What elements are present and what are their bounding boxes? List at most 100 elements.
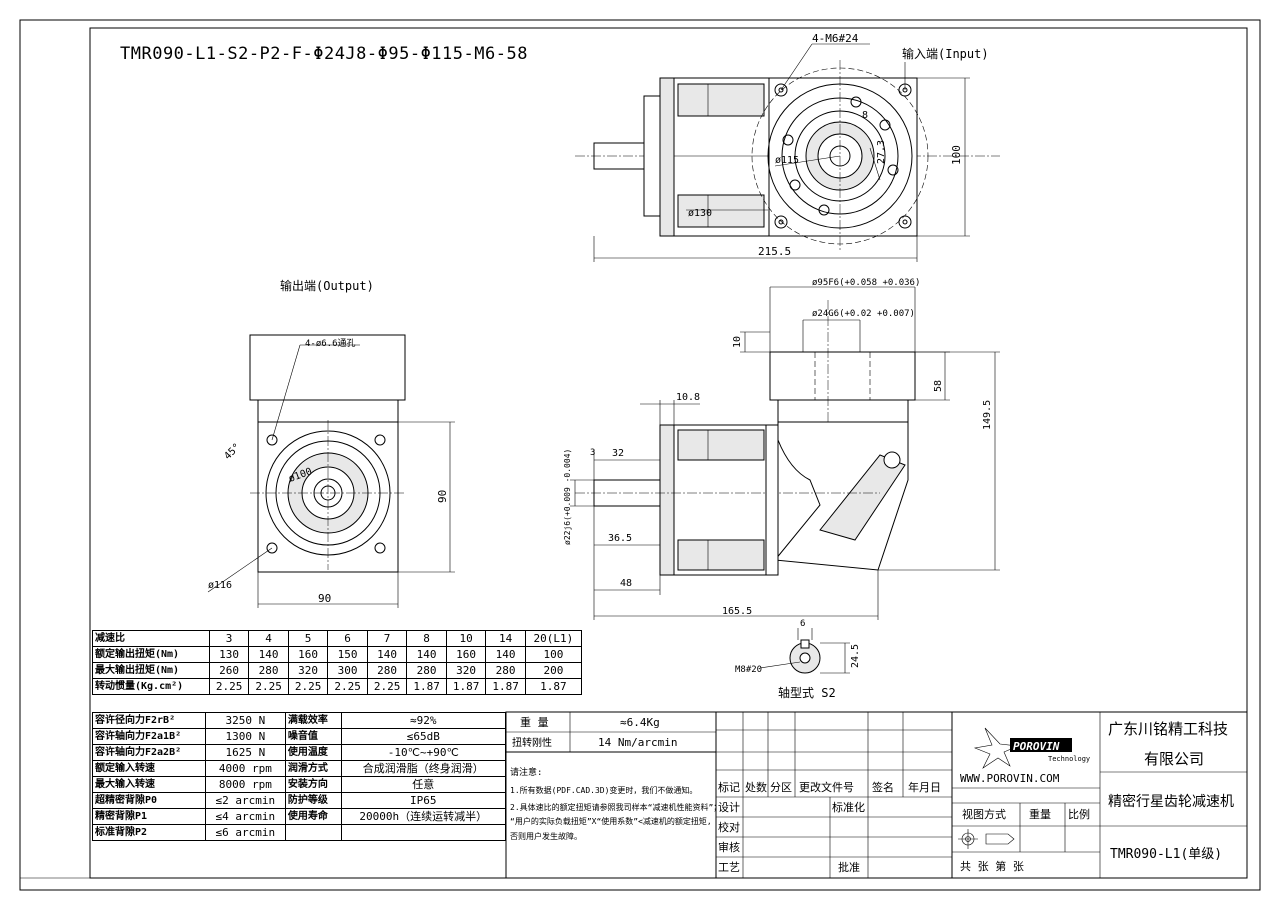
spec-cell: ≤2 arcmin (204, 792, 286, 809)
ratio-cell: 6 (327, 630, 368, 647)
ratio-cell: 10 (445, 630, 487, 647)
rev-approve: 批准 (838, 860, 860, 874)
ratio-cell: 5 (287, 630, 329, 647)
rev-row-process: 工艺 (718, 861, 740, 874)
rev-h-4: 更改文件号 (799, 780, 854, 794)
spec-row: 标准背隙P2≤6 arcmin (92, 824, 507, 841)
ratio-cell: 140 (366, 646, 408, 663)
spec-cell: -10℃~+90℃ (340, 744, 507, 761)
output-view-label: 输出端(Output) (280, 278, 374, 293)
ratio-cell: 减速比 (92, 630, 210, 647)
model-name: TMR090-L1(单级) (1110, 847, 1222, 862)
ratio-cell: 260 (208, 662, 250, 679)
spec-cell: 精密背隙P1 (92, 808, 206, 825)
spec-cell: 容许径向力F2rB² (92, 712, 206, 729)
drawing-title: TMR090-L1-S2-P2-F-Φ24J8-Φ95-Φ115-M6-58 (120, 44, 528, 64)
ratio-cell: 1.87 (445, 678, 487, 695)
company-logo (973, 727, 1072, 769)
ratio-cell: 20(L1) (524, 630, 583, 647)
rev-h-2: 处数 (745, 781, 767, 794)
projection-symbol (958, 829, 1015, 849)
spec-cell: IP65 (340, 792, 507, 809)
rev-h-5: 签名 (872, 780, 894, 794)
dim-58: 58 (933, 380, 944, 392)
dim-215: 215.5 (758, 245, 791, 258)
notes-line-1: 1.所有数据(PDF.CAD.3D)变更时，我们不做通知。 (510, 785, 697, 795)
ratio-cell: 额定输出扭矩(Nm) (92, 646, 210, 663)
notes-line-4: 否则用户发生故障。 (510, 831, 582, 841)
ratio-cell: 320 (287, 662, 329, 679)
dim-48: 48 (620, 578, 632, 589)
spec-cell: 1625 N (204, 744, 286, 761)
dim-36-5: 36.5 (608, 533, 632, 544)
output-end-view (207, 334, 455, 608)
ratio-cell: 160 (287, 646, 329, 663)
company-name-2: 有限公司 (1144, 750, 1204, 768)
dim-149-5: 149.5 (982, 400, 993, 430)
side-view (570, 286, 1000, 620)
sheets-label: 共 张 第 张 (960, 859, 1024, 873)
input-bolts-label: 4-M6#24 (812, 32, 859, 45)
ratio-cell: 150 (327, 646, 368, 663)
ratio-cell: 300 (327, 662, 368, 679)
spec-cell: 额定输入转速 (92, 760, 206, 777)
rev-std: 标准化 (832, 800, 865, 814)
rev-row-design: 设计 (718, 801, 740, 814)
stiffness-val: 14 Nm/arcmin (598, 736, 677, 749)
input-end-view (575, 43, 1000, 262)
shaft-section (759, 628, 850, 674)
ratio-cell: 320 (445, 662, 487, 679)
spec-cell: 容许轴向力F2a1B² (92, 728, 206, 745)
dim-d130: ø130 (688, 208, 712, 219)
spec-cell: 8000 rpm (204, 776, 286, 793)
spec-cell: 使用寿命 (284, 808, 342, 825)
ratio-cell: 3 (208, 630, 250, 647)
spec-cell: 20000h（连续运转减半） (340, 808, 507, 825)
dim-10: 10 (732, 336, 743, 348)
dim-45: 45° (222, 442, 243, 463)
ratio-cell: 100 (524, 646, 583, 663)
dim-8: 8 (862, 110, 868, 121)
ratio-cell: 2.25 (208, 678, 250, 695)
notes-line-3: “用户的实际负载扭矩”X“使用系数”<减速机的额定扭矩, (510, 816, 712, 826)
ratio-cell: 2.25 (248, 678, 289, 695)
ratio-cell: 130 (208, 646, 250, 663)
rev-h-6: 年月日 (908, 780, 941, 794)
ratio-cell: 280 (485, 662, 526, 679)
dim-90-w: 90 (318, 592, 331, 605)
ratio-cell: 4 (248, 630, 289, 647)
ratio-cell: 1.87 (485, 678, 526, 695)
spec-cell: 最大输入转速 (92, 776, 206, 793)
notes-line-2: 2.具体速比的额定扭矩请参照我司样本“减速机性能资料”； (510, 802, 721, 812)
shaft-type-label: 轴型式 S2 (778, 685, 836, 700)
logo-sub: Technology (1048, 755, 1090, 763)
product-name: 精密行星齿轮减速机 (1108, 793, 1234, 810)
dim-32: 32 (612, 448, 624, 459)
dim-d24: ø24G6(+0.02 +0.007) (812, 309, 915, 319)
logo-text: POROVIN (1013, 740, 1060, 753)
spec-cell: 容许轴向力F2a2B² (92, 744, 206, 761)
ratio-cell: 2.25 (287, 678, 329, 695)
spec-cell (284, 824, 342, 841)
output-holes-label: 4-ø6.6通孔 (305, 338, 356, 349)
spec-cell: 任意 (340, 776, 507, 793)
input-view-label: 输入端(Input) (902, 46, 989, 61)
dim-90-h: 90 (436, 490, 449, 503)
ratio-cell: 7 (366, 630, 408, 647)
company-name-1: 广东川铭精工科技 (1108, 720, 1228, 738)
ratio-cell: 140 (406, 646, 447, 663)
spec-cell: 防护等级 (284, 792, 342, 809)
spec-cell: 4000 rpm (204, 760, 286, 777)
spec-cell: ≈92% (340, 712, 507, 729)
ratio-cell: 1.87 (406, 678, 447, 695)
ratio-cell: 2.25 (327, 678, 368, 695)
ratio-cell: 280 (366, 662, 408, 679)
ratio-cell: 8 (406, 630, 447, 647)
